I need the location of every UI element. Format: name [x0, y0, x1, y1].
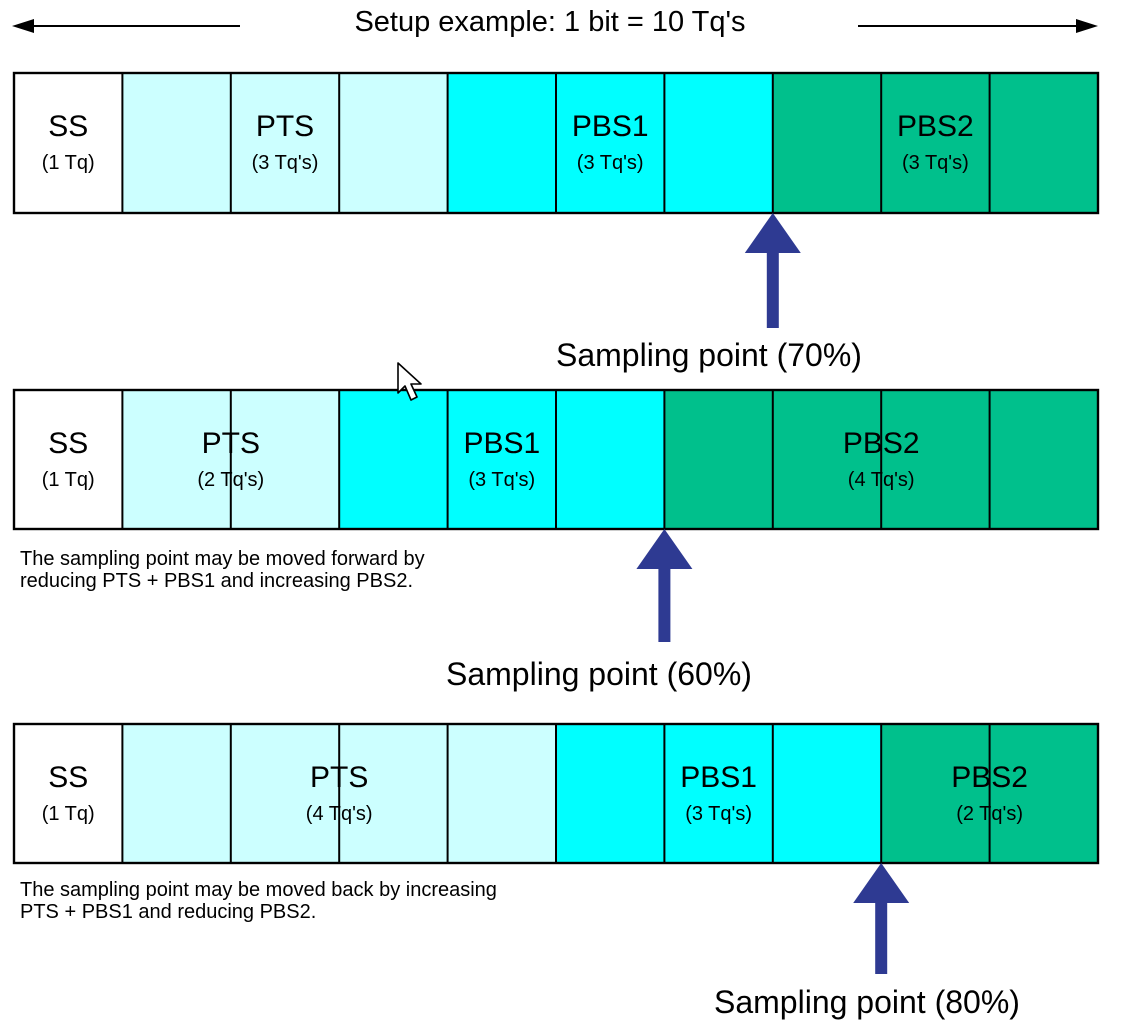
segment-name: PTS	[255, 110, 315, 143]
segment-name: PTS	[310, 761, 369, 794]
segment-tq-count: (1 Tq)	[41, 803, 95, 825]
segment-pbs1	[339, 390, 665, 529]
segment-pbs1	[447, 73, 773, 213]
segment-tq-count: (3 Tq's)	[251, 152, 319, 174]
segment-tq-count: (3 Tq's)	[576, 152, 644, 174]
segment-name: PBS1	[463, 427, 541, 460]
segment-name: PBS2	[897, 110, 974, 143]
arrow-right-icon	[858, 19, 1098, 33]
timing-row	[12, 722, 1100, 865]
segment-name: PTS	[201, 427, 260, 460]
adjustment-note: The sampling point may be moved forward …	[20, 548, 425, 592]
arrow-up-icon	[853, 863, 910, 974]
segment-name: PBS2	[842, 427, 920, 460]
adjustment-note: The sampling point may be moved back by …	[20, 879, 497, 923]
segment-tq-count: (1 Tq)	[41, 469, 95, 491]
segment-tq-count: (2 Tq's)	[197, 469, 265, 491]
arrow-up-icon	[636, 529, 693, 642]
sampling-point-label: Sampling point (60%)	[446, 656, 752, 692]
segment-ss	[14, 724, 123, 863]
segment-name: SS	[48, 110, 89, 143]
segment-tq-count: (1 Tq)	[41, 152, 95, 174]
segment-tq-count: (3 Tq's)	[685, 803, 752, 825]
segment-name: SS	[48, 427, 89, 460]
segment-pbs1	[556, 724, 882, 863]
segment-pts	[122, 73, 448, 213]
arrow-left-icon	[12, 19, 240, 33]
segment-name: SS	[48, 761, 89, 794]
segment-ss	[14, 73, 123, 213]
timing-row	[12, 71, 1100, 215]
segment-tq-count: (4 Tq's)	[305, 803, 373, 825]
segment-tq-count: (3 Tq's)	[468, 469, 536, 491]
bit-frame	[12, 388, 1100, 531]
bit-length-arrows	[12, 19, 1098, 33]
arrow-up-icon	[744, 213, 801, 328]
segment-name: PBS2	[951, 761, 1028, 794]
segment-pbs2	[772, 73, 1098, 213]
diagram-title: Setup example: 1 bit = 10 Tq's	[354, 6, 746, 38]
segment-name: PBS1	[571, 110, 649, 143]
sampling-point-label: Sampling point (80%)	[714, 984, 1020, 1020]
bit-frame	[12, 722, 1100, 865]
timing-row	[12, 388, 1100, 531]
segment-tq-count: (2 Tq's)	[956, 803, 1023, 825]
segment-name: PBS1	[680, 761, 757, 794]
segment-tq-count: (3 Tq's)	[901, 152, 969, 174]
mouse-pointer-icon	[397, 362, 422, 401]
sampling-point-label: Sampling point (70%)	[556, 337, 862, 373]
segment-tq-count: (4 Tq's)	[847, 469, 915, 491]
bit-frame	[12, 71, 1100, 215]
segment-ss	[14, 390, 123, 529]
